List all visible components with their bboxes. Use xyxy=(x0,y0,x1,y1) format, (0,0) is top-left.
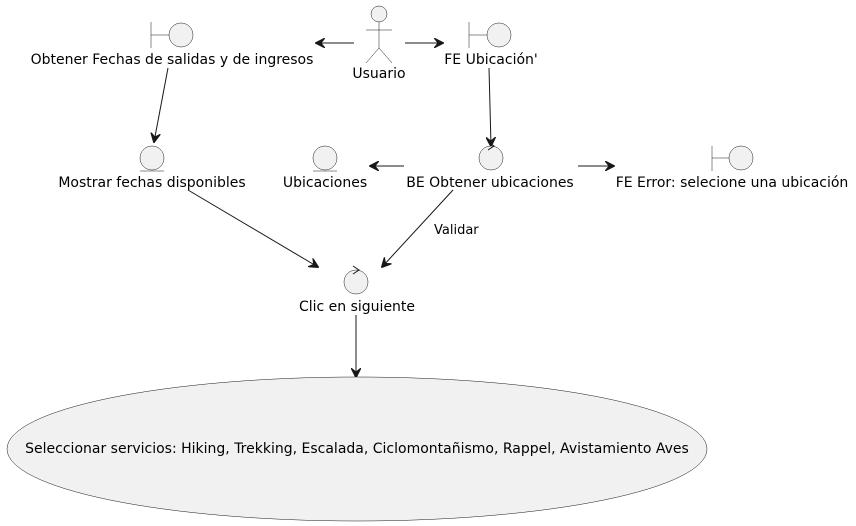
boundary-fe-error-label: FE Error: selecione una ubicación xyxy=(616,175,849,191)
boundary-obtener-fechas-label: Obtener Fechas de salidas y de ingresos xyxy=(31,52,314,68)
edge-be-obtener-to-clic-siguiente xyxy=(382,189,454,267)
boundary-fe-ubicacion-label: FE Ubicación' xyxy=(444,52,538,68)
boundary-fe-ubicacion: FE Ubicación' xyxy=(444,22,538,68)
edge-label-validar: Validar xyxy=(434,223,479,238)
edges xyxy=(154,43,614,377)
entity-icon xyxy=(139,145,165,172)
boundary-icon xyxy=(468,22,512,48)
actor-usuario-label: Usuario xyxy=(352,66,405,82)
entity-icon xyxy=(312,145,338,172)
entity-mostrar-fechas: Mostrar fechas disponibles xyxy=(58,145,246,191)
edge-fe-ubicacion-to-be-obtener xyxy=(489,67,491,146)
actor-icon xyxy=(365,5,393,64)
entity-mostrar-fechas-label: Mostrar fechas disponibles xyxy=(58,175,245,191)
control-be-obtener: BE Obtener ubicaciones xyxy=(406,141,574,191)
entity-ubicaciones: Ubicaciones xyxy=(283,145,367,191)
edge-mostrar-fechas-to-clic-siguiente xyxy=(187,189,318,267)
boundary-icon xyxy=(150,22,194,48)
control-icon xyxy=(343,265,369,295)
control-clic-siguiente-label: Clic en siguiente xyxy=(299,299,415,315)
control-clic-siguiente: Clic en siguiente xyxy=(299,265,415,315)
boundary-fe-error: FE Error: selecione una ubicación xyxy=(616,145,849,191)
actor-usuario: Usuario xyxy=(352,5,406,82)
control-icon xyxy=(478,141,504,171)
boundary-icon xyxy=(711,145,754,171)
control-be-obtener-label: BE Obtener ubicaciones xyxy=(406,175,573,191)
usecase-seleccionar-servicios-label: Seleccionar servicios: Hiking, Trekking,… xyxy=(25,441,689,457)
edge-obtener-fechas-to-mostrar-fechas xyxy=(154,67,169,142)
usecase-seleccionar-servicios: Seleccionar servicios: Hiking, Trekking,… xyxy=(6,376,708,522)
boundary-obtener-fechas: Obtener Fechas de salidas y de ingresos xyxy=(31,22,314,68)
usecase-ellipse xyxy=(6,376,708,522)
entity-ubicaciones-label: Ubicaciones xyxy=(283,175,367,191)
